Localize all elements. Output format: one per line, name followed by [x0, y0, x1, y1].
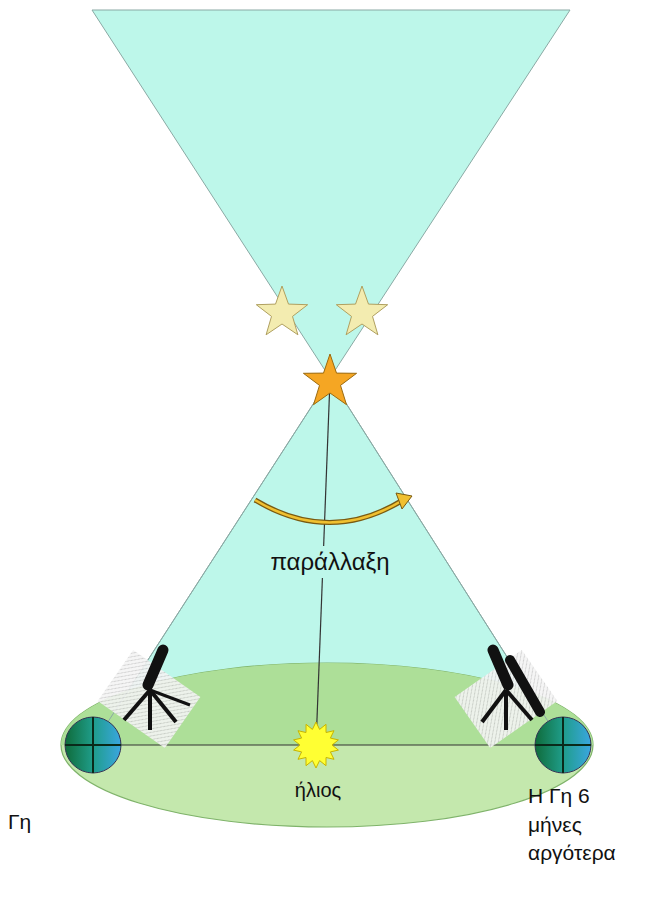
sight-cone — [92, 10, 570, 378]
sun-symbol — [294, 722, 339, 768]
apparent-star — [256, 286, 307, 335]
parallax-arc — [255, 500, 403, 523]
sun-label: ήλιος — [295, 777, 341, 804]
earth-label: Γη — [8, 808, 31, 836]
parallax-arc — [255, 500, 403, 523]
earth — [535, 717, 591, 773]
earth — [65, 717, 121, 773]
apparent-star — [336, 286, 387, 335]
earth-later-label: Η Γη 6 μήνες αργότερα — [528, 782, 640, 867]
arc-arrowhead — [396, 493, 412, 509]
parallax-label: παράλλαξη — [266, 546, 393, 578]
star-symbol — [303, 354, 356, 405]
